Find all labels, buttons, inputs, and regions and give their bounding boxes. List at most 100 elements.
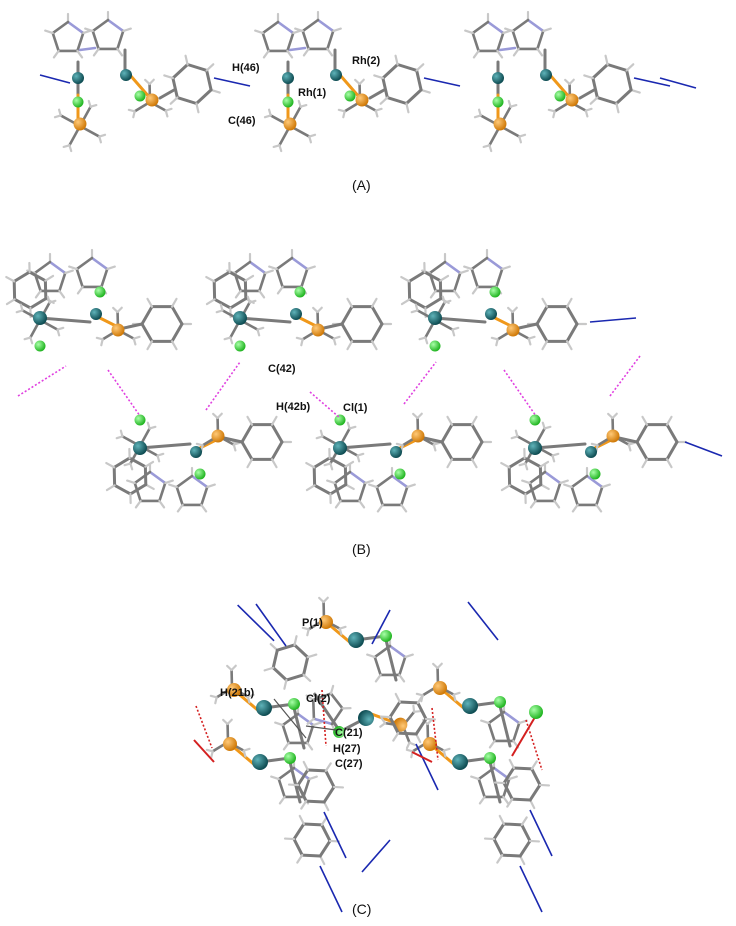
chlorine-atom [529, 705, 543, 719]
phosphorus-atom [283, 117, 297, 131]
h-bond [412, 412, 419, 420]
h-bond [302, 673, 312, 683]
h-bond [270, 415, 278, 426]
bond [275, 267, 284, 289]
h-bond [506, 797, 514, 808]
h-bond [394, 54, 399, 66]
h-bond [222, 718, 229, 726]
bond [333, 470, 352, 485]
h-bond [34, 289, 42, 299]
h-bond [315, 435, 324, 440]
bond [33, 260, 52, 275]
bond [370, 322, 384, 343]
bond [498, 46, 517, 52]
bond [194, 88, 213, 106]
bond [51, 20, 70, 35]
bond [375, 485, 384, 507]
bond [248, 260, 267, 275]
h-bond [312, 306, 319, 314]
bond [440, 423, 454, 444]
rhodium-atom [390, 446, 402, 458]
rhodium-atom [585, 446, 597, 458]
h-bond [212, 412, 219, 420]
bond [75, 267, 84, 289]
h-bond [527, 335, 536, 340]
cation-link [415, 743, 439, 791]
pointer-line [273, 698, 307, 739]
bond [381, 62, 400, 80]
h-bond [488, 739, 496, 749]
bond [106, 18, 125, 33]
bond [585, 474, 604, 489]
phosphorus-atom [73, 117, 87, 131]
h-bond [665, 415, 673, 426]
bond [292, 706, 306, 750]
bond [414, 717, 428, 736]
h-bond [398, 673, 406, 683]
h-bond [332, 335, 341, 340]
bond [240, 423, 254, 444]
bond [322, 322, 344, 330]
bond [595, 485, 604, 507]
h-bond [312, 721, 322, 727]
chlorine-atom [72, 96, 84, 108]
h-bond [56, 326, 65, 331]
chlorine-atom [194, 468, 206, 480]
bond [470, 440, 484, 461]
bond [477, 777, 486, 799]
h-bond [366, 653, 376, 659]
h-bond [164, 479, 174, 485]
h-bond [565, 297, 573, 308]
bond [128, 73, 152, 100]
h-bond [298, 814, 305, 826]
h-bond [627, 441, 636, 446]
chlorine-atom [294, 286, 306, 298]
h-bond [205, 275, 216, 283]
bond [423, 270, 442, 283]
h-bond [176, 503, 184, 513]
bond [186, 62, 209, 72]
h-bond [470, 458, 478, 469]
bond [511, 18, 530, 33]
cation-link [255, 603, 287, 647]
bond [535, 305, 549, 326]
h-bond [164, 107, 173, 112]
phosphorus-atom [227, 683, 241, 697]
h-bond [15, 309, 24, 314]
h-bond [52, 49, 60, 59]
h-bond [536, 47, 544, 57]
bond [58, 271, 67, 293]
h-bond [472, 49, 480, 59]
h-bond [502, 795, 510, 805]
h-bond [373, 74, 384, 80]
h-bond [98, 133, 107, 138]
bond [528, 470, 547, 485]
h-bond [424, 336, 429, 345]
bond [498, 704, 512, 748]
h-bond [318, 596, 325, 604]
bond [535, 322, 549, 343]
bond [302, 655, 310, 677]
h-bond [370, 340, 378, 351]
bond [311, 698, 316, 721]
h-bond [346, 340, 354, 351]
h-bond [404, 653, 414, 659]
bond [302, 777, 311, 799]
bond [471, 20, 490, 35]
h-bond [214, 696, 218, 705]
h-bond [473, 114, 482, 119]
h-bond [195, 102, 200, 114]
bond [296, 712, 315, 727]
bond [158, 481, 167, 503]
bond [388, 644, 407, 659]
h-bond [344, 460, 355, 468]
h-bond [518, 133, 527, 138]
h-bond [471, 285, 479, 295]
bond [665, 440, 679, 461]
h-bond [539, 460, 550, 468]
h-bond [500, 484, 511, 492]
bond [258, 271, 267, 293]
pointer-line [305, 725, 337, 731]
h-bond [488, 144, 493, 153]
h-bond [146, 421, 151, 430]
